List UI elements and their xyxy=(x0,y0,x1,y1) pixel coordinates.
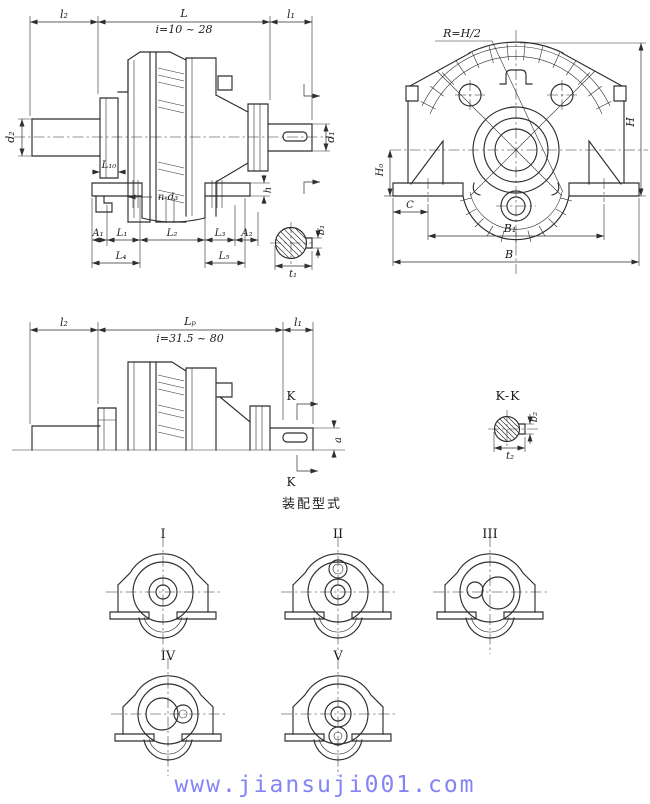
dim-label-d2: d₂ xyxy=(4,131,17,142)
dim-label-A2: A₂ xyxy=(240,228,252,239)
ratio-label-single: i=10 ~ 28 xyxy=(156,23,213,36)
assembly-type-3-label: III xyxy=(482,527,497,542)
dim-label-L5: L₅ xyxy=(218,251,230,262)
assembly-section: 装配型式 I II III IV V xyxy=(105,497,548,777)
assembly-type-4: IV xyxy=(110,649,226,777)
dim-label-l2-2: l₂ xyxy=(60,316,68,329)
front-view: R=H/2 H H₀ xyxy=(375,27,648,274)
assembly-type-5: V xyxy=(280,649,396,777)
dim-label-d1: d₁ xyxy=(324,131,337,142)
label-R-eq-H2: R=H/2 xyxy=(442,27,481,40)
ratio-label-two-stage: i=31.5 ~ 80 xyxy=(156,332,223,345)
kk-section-view: K-K b₂ t₂ xyxy=(488,388,540,462)
assembly-type-3: III xyxy=(432,527,548,655)
dim-label-L4: L₄ xyxy=(115,251,127,262)
dim-label-b2: b₂ xyxy=(529,412,540,422)
output-key-section: b₁ t₁ xyxy=(270,222,327,280)
dim-label-a: a xyxy=(333,437,344,443)
assembly-type-2-label: II xyxy=(333,527,343,542)
dim-label-L2: L₂ xyxy=(166,228,178,239)
dim-label-l2: l₂ xyxy=(60,8,68,21)
dim-label-B: B xyxy=(504,248,513,261)
assembly-type-4-label: IV xyxy=(161,649,176,664)
label-n-d3: n-d₃ xyxy=(158,192,178,203)
dim-label-B1: B₁ xyxy=(503,222,517,235)
site-watermark-url[interactable]: www.jiansuji001.com xyxy=(174,772,476,798)
section-mark-K-top: K xyxy=(287,389,297,403)
assembly-type-1: I xyxy=(105,527,221,655)
section-mark-K-bottom: K xyxy=(287,475,297,489)
dim-label-L1: L₁ xyxy=(116,228,128,239)
single-stage-side-view: l₂ L i=10 ~ 28 l₁ d₂ xyxy=(4,7,337,280)
assembly-title: 装配型式 xyxy=(282,497,342,512)
dim-label-L: L xyxy=(179,7,187,20)
dim-label-h: h xyxy=(263,187,274,193)
kk-section-title: K-K xyxy=(496,388,521,403)
dim-label-t2: t₂ xyxy=(506,451,514,462)
dim-label-l1: l₁ xyxy=(287,8,295,21)
dim-label-H0: H₀ xyxy=(375,164,386,178)
dim-label-L3: L₃ xyxy=(214,228,226,239)
dim-label-b1: b₁ xyxy=(316,225,327,235)
dim-label-L10: L₁₀ xyxy=(101,160,117,171)
assembly-type-5-label: V xyxy=(332,649,343,664)
dim-label-t1: t₁ xyxy=(289,269,297,280)
assembly-type-1-label: I xyxy=(160,527,165,542)
assembly-type-2: II xyxy=(280,527,396,655)
dim-label-H: H xyxy=(624,117,637,128)
dim-label-l1-2: l₁ xyxy=(294,316,302,329)
dim-label-A1: A₁ xyxy=(91,228,103,239)
two-stage-side-view: l₂ Lₚ i=31.5 ~ 80 l₁ K K a xyxy=(12,315,345,489)
dim-label-C: C xyxy=(406,200,414,211)
dim-label-Lp: Lₚ xyxy=(183,315,196,328)
